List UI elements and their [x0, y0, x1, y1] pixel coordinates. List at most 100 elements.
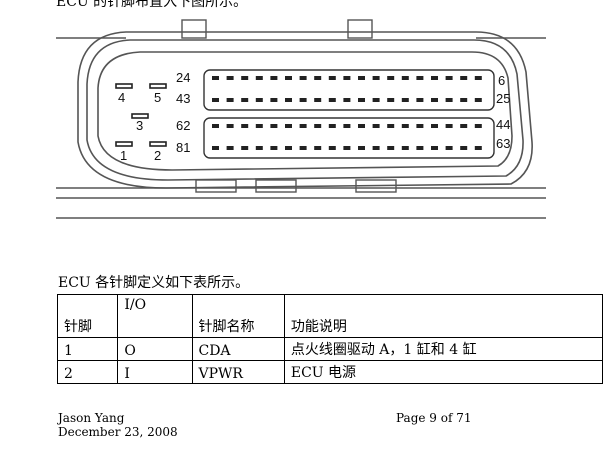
connector-pin: [299, 76, 307, 80]
connector-pin: [285, 146, 292, 150]
connector-pin: [474, 124, 482, 128]
connector-pin: [474, 98, 482, 102]
connector-pin: [343, 146, 351, 150]
connector-pin: [431, 76, 438, 80]
connector-pin: [285, 76, 292, 80]
connector-pin: [212, 124, 219, 128]
connector-pin: [401, 124, 409, 128]
connector-pin: [387, 76, 395, 80]
connector-pin: [387, 98, 395, 102]
connector-pin: [241, 146, 249, 150]
connector-pin: [255, 98, 263, 102]
connector-pin: [416, 76, 424, 80]
connector-pin: [226, 98, 234, 102]
pin-label-43: 43: [176, 91, 190, 106]
connector-pin: [241, 124, 249, 128]
connector-pin: [299, 124, 307, 128]
connector-pin: [460, 98, 468, 102]
header-desc: 功能说明: [283, 294, 603, 338]
connector-pin: [212, 76, 219, 80]
connector-pin: [460, 146, 468, 150]
footer-date: December 23, 2008: [58, 425, 178, 439]
connector-pin: [212, 146, 219, 150]
pin-label-63: 63: [496, 136, 510, 151]
connector-pin: [474, 76, 482, 80]
cell-name: CDA: [191, 337, 285, 361]
pin-label-25: 25: [496, 91, 510, 106]
connector-pin: [314, 76, 322, 80]
connector-pin: [255, 76, 263, 80]
connector-pin: [372, 76, 380, 80]
table-row: 2 I VPWR ECU 电源: [56, 360, 603, 384]
connector-pin: [372, 98, 380, 102]
connector-pin: [445, 98, 453, 102]
connector-pin: [226, 124, 234, 128]
pin-label-81: 81: [176, 140, 190, 155]
connector-pin: [299, 98, 307, 102]
connector-pin: [445, 146, 453, 150]
connector-pin: [387, 146, 395, 150]
connector-pin: [328, 98, 336, 102]
pin-label-44: 44: [496, 117, 510, 132]
connector-pin: [401, 98, 409, 102]
connector-pin: [314, 98, 322, 102]
footer-author-block: Jason Yang December 23, 2008: [58, 411, 178, 439]
connector-pin: [358, 98, 365, 102]
table-row: 1 O CDA 点火线圈驱动 A，1 缸和 4 缸: [56, 337, 603, 361]
connector-pin: [328, 124, 336, 128]
connector-pin: [372, 124, 380, 128]
connector-pin: [270, 76, 278, 80]
connector-pin: [241, 76, 249, 80]
cell-pin: 1: [56, 337, 119, 361]
intro-text: ECU 的针脚布置入下图所示。: [56, 0, 248, 10]
header-pin: 针脚: [56, 294, 119, 338]
cell-desc: 点火线圈驱动 A，1 缸和 4 缸: [283, 337, 603, 361]
connector-pin: [445, 124, 453, 128]
connector-pin: [328, 76, 336, 80]
pin-label-24: 24: [176, 70, 190, 85]
connector-pin: [270, 98, 278, 102]
connector-pin: [328, 146, 336, 150]
pin-label-1: 1: [120, 148, 127, 163]
connector-pin: [255, 146, 263, 150]
connector-pin: [285, 124, 292, 128]
connector-pin: [358, 124, 365, 128]
connector-pin: [270, 146, 278, 150]
connector-pin: [372, 146, 380, 150]
connector-pin: [416, 98, 424, 102]
connector-pin: [431, 124, 438, 128]
connector-pin: [401, 146, 409, 150]
cell-desc: ECU 电源: [283, 360, 603, 384]
pin-label-4: 4: [118, 90, 125, 105]
connector-pin: [299, 146, 307, 150]
connector-pin: [460, 124, 468, 128]
connector-pin: [431, 146, 438, 150]
connector-pin: [358, 76, 365, 80]
pin-label-3: 3: [136, 118, 143, 133]
pin-label-62: 62: [176, 118, 190, 133]
connector-pin: [255, 124, 263, 128]
header-io: I/O: [117, 294, 193, 338]
connector-pin: [343, 98, 351, 102]
cell-io: O: [117, 337, 193, 361]
connector-pin: [401, 76, 409, 80]
cell-name: VPWR: [191, 360, 285, 384]
table-caption: ECU 各针脚定义如下表所示。: [58, 275, 250, 291]
pin-label-6: 6: [498, 73, 505, 88]
header-name: 针脚名称: [191, 294, 285, 338]
connector-pin: [226, 76, 234, 80]
connector-pin: [343, 76, 351, 80]
connector-pin: [241, 98, 249, 102]
connector-pin: [416, 146, 424, 150]
connector-pin: [212, 98, 219, 102]
footer-author: Jason Yang: [58, 411, 125, 425]
pin-label-5: 5: [154, 90, 161, 105]
pin-label-2: 2: [154, 148, 161, 163]
pin-definition-table: 针脚 I/O 针脚名称 功能说明 1 O CDA 点火线圈驱动 A，1 缸和 4…: [56, 294, 603, 384]
connector-pin: [460, 76, 468, 80]
connector-pin: [416, 124, 424, 128]
connector-pin: [431, 98, 438, 102]
connector-pin: [285, 98, 292, 102]
connector-pin: [314, 146, 322, 150]
connector-pin: [445, 76, 453, 80]
